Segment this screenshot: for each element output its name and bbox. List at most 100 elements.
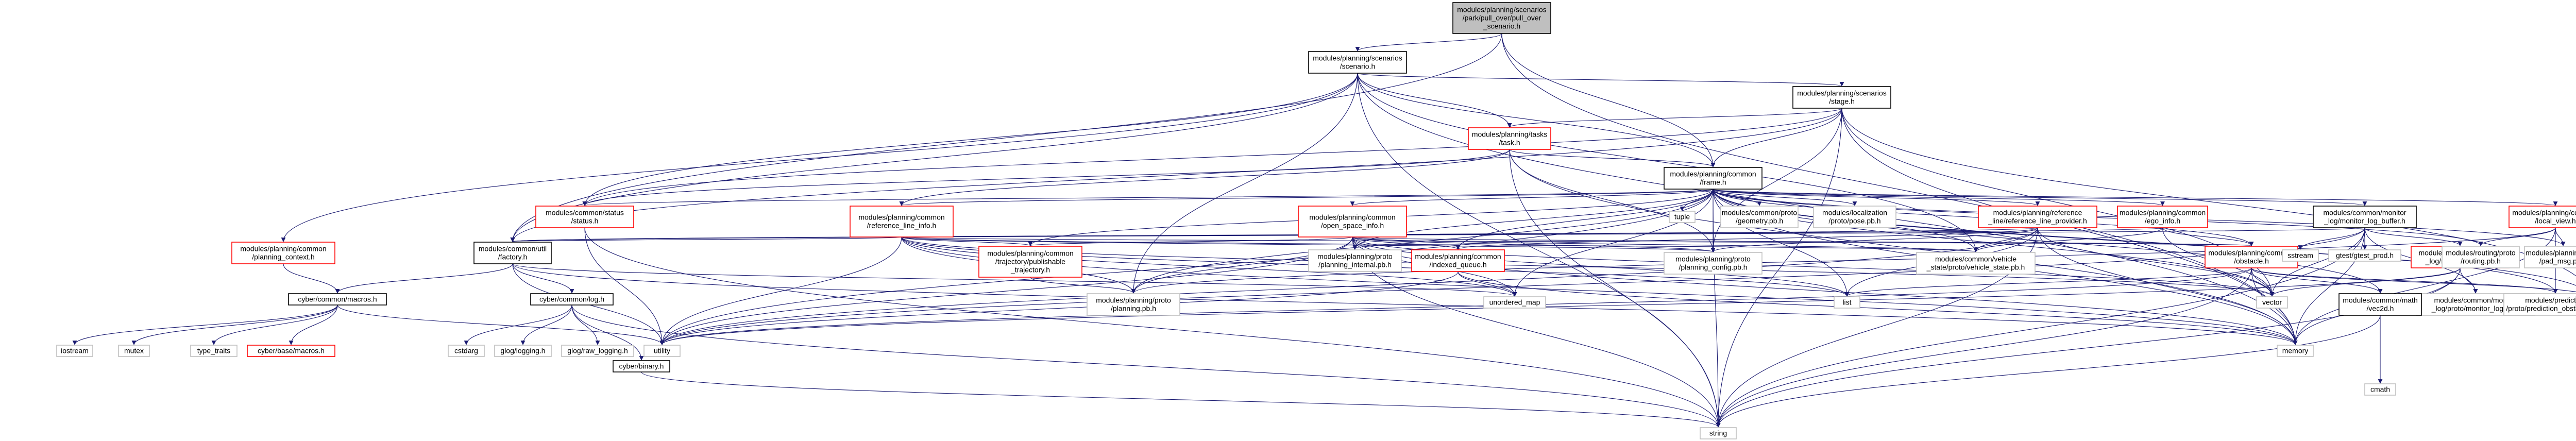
node-modules-planning-proto-pad-msg-pb-h: modules/planning/proto/pad_msg.pb.h xyxy=(2524,246,2576,268)
edge-n16-to-n47 xyxy=(512,263,2298,345)
edge-n2-to-n4 xyxy=(1710,108,1842,167)
node-tuple: tuple xyxy=(1669,211,1696,223)
edge-n25-to-n49 xyxy=(1716,267,2461,428)
node-glog-raw-logging-h: glog/raw_logging.h xyxy=(561,345,634,357)
node-label-line: /scenario.h xyxy=(1340,62,1375,71)
node-label-line: list xyxy=(1842,298,1851,307)
node-modules-planning-common-open-space-info-h[interactable]: modules/planning/common/open_space_info.… xyxy=(1298,206,1407,238)
edge-n12-to-n21 xyxy=(1973,227,2163,252)
node-cyber-common-macros-h[interactable]: cyber/common/macros.h xyxy=(288,293,387,306)
node-modules-common-monitor-log-monitor-log-buffer-h[interactable]: modules/common/monitor_log/monitor_log_b… xyxy=(2313,206,2417,228)
node-modules-planning-scenarios-scenario-h[interactable]: modules/planning/scenarios/scenario.h xyxy=(1308,51,1407,74)
edge-n14-to-n30 xyxy=(1131,227,2556,294)
edge-n14-to-n26 xyxy=(2478,227,2556,246)
edge-n29-to-n49 xyxy=(571,304,1721,428)
node-label-line: glog/raw_logging.h xyxy=(567,347,628,355)
node-modules-planning-scenarios-stage-h[interactable]: modules/planning/scenarios/stage.h xyxy=(1792,86,1891,109)
node-modules-planning-scenarios-park-pull-over-pull-over-scenario-h[interactable]: modules/planning/scenarios/park/pull_ove… xyxy=(1452,2,1551,34)
node-label-line: /routing.pb.h xyxy=(2461,257,2501,265)
node-label-line: modules/planning/proto xyxy=(1096,296,1171,304)
edge-n13-to-n16 xyxy=(511,227,2365,242)
node-modules-planning-common-local-view-h[interactable]: modules/planning/common/local_view.h xyxy=(2509,206,2576,228)
node-label-line: cstdarg xyxy=(454,347,478,355)
node-label-line: /proto/prediction_obstacle.pb.h xyxy=(2506,304,2576,313)
node-label-line: /factory.h xyxy=(498,253,528,261)
node-modules-common-math-vec2d-h[interactable]: modules/common/math/vec2d.h xyxy=(2338,293,2422,316)
node-modules-planning-common-ego-info-h[interactable]: modules/planning/common/ego_info.h xyxy=(2117,206,2208,228)
node-cyber-common-log-h[interactable]: cyber/common/log.h xyxy=(530,293,614,306)
node-label-line: modules/planning/common xyxy=(1309,213,1395,222)
edge-n28-to-n41 xyxy=(289,304,338,345)
node-label-line: memory xyxy=(2282,347,2309,355)
edge-n0-to-n1 xyxy=(1355,33,1502,52)
node-label-line: modules/planning/reference xyxy=(1993,209,2082,217)
edge-n4-to-n31 xyxy=(1512,189,1714,297)
node-label-line: _scenario.h xyxy=(1483,22,1520,30)
node-sstream: sstream xyxy=(2282,249,2319,262)
node-modules-planning-common-trajectory-publishable-trajectory-h[interactable]: modules/planning/common/trajectory/publi… xyxy=(978,246,1082,278)
node-type-traits: type_traits xyxy=(190,345,238,357)
node-label-line: /ego_info.h xyxy=(2145,217,2180,225)
node-cyber-binary-h[interactable]: cyber/binary.h xyxy=(613,360,670,372)
edge-n35-to-n49 xyxy=(1716,315,2381,428)
node-label-line: modules/planning/common xyxy=(2120,209,2206,217)
edge-n25-to-n33 xyxy=(2269,267,2461,297)
edge-n11-to-n19 xyxy=(1456,227,2038,250)
node-label-line: modules/common/status xyxy=(546,209,624,217)
node-modules-planning-common-planning-context-h[interactable]: modules/planning/common/planning_context… xyxy=(231,242,335,264)
edge-n7-to-n17 xyxy=(1028,236,1353,246)
edge-n11-to-n33 xyxy=(2037,227,2275,297)
node-label-line: utility xyxy=(654,347,670,355)
edge-n25-to-n46 xyxy=(659,267,2461,345)
node-label-line: modules/planning/scenarios xyxy=(1313,54,1402,62)
node-label-line: glog/logging.h xyxy=(500,347,545,355)
node-modules-common-status-status-h[interactable]: modules/common/status/status.h xyxy=(535,206,634,228)
edge-n5-to-n46 xyxy=(584,227,665,345)
edge-n0-to-n47 xyxy=(1501,33,2298,345)
node-cyber-base-macros-h[interactable]: cyber/base/macros.h xyxy=(247,345,335,357)
edge-n4-to-n19 xyxy=(1455,189,1714,250)
edge-n7-to-n30 xyxy=(1131,236,1353,294)
edge-n4-to-n10 xyxy=(1713,189,1857,206)
node-vector: vector xyxy=(2256,296,2288,309)
node-label-line: /status.h xyxy=(571,217,599,225)
node-modules-planning-reference-line-reference-line-provider-h[interactable]: modules/planning/reference_line/referenc… xyxy=(1978,206,2097,228)
node-string: string xyxy=(1700,427,1737,439)
node-label-line: modules/planning/common xyxy=(2208,249,2294,257)
node-label-line: modules/planning/common xyxy=(240,245,326,253)
node-label-line: type_traits xyxy=(197,347,231,355)
node-label-line: /indexed_queue.h xyxy=(1429,261,1486,269)
node-modules-planning-common-reference-line-info-h[interactable]: modules/planning/common/reference_line_i… xyxy=(850,206,954,238)
edge-n3-to-n6 xyxy=(899,149,1510,206)
node-label-line: /vec2d.h xyxy=(2367,304,2394,313)
edge-n5-to-n49 xyxy=(584,227,1721,428)
edge-n7-to-n32 xyxy=(1352,236,1850,297)
node-modules-planning-tasks-task-h[interactable]: modules/planning/tasks/task.h xyxy=(1468,127,1551,150)
node-label-line: sstream xyxy=(2287,251,2313,260)
node-modules-planning-proto-planning-pb-h: modules/planning/proto/planning.pb.h xyxy=(1087,293,1180,316)
edge-n29-to-n45 xyxy=(571,304,644,361)
edge-n1-to-n15 xyxy=(281,73,1358,242)
edge-n2-to-n3 xyxy=(1507,108,1842,128)
node-label-line: modules/planning/scenarios xyxy=(1797,89,1887,97)
node-modules-planning-common-indexed-queue-h[interactable]: modules/planning/common/indexed_queue.h xyxy=(1411,249,1505,272)
node-label-line: modules/common/util xyxy=(479,245,547,253)
node-modules-common-util-factory-h[interactable]: modules/common/util/factory.h xyxy=(473,242,552,264)
node-label-line: cyber/common/macros.h xyxy=(298,295,377,303)
edge-n7-to-n19 xyxy=(1352,236,1461,250)
node-memory: memory xyxy=(2277,345,2314,357)
node-label-line: modules/common/vehicle xyxy=(1935,255,2016,263)
node-iostream: iostream xyxy=(56,345,93,357)
edge-n11-to-n47 xyxy=(2037,227,2298,345)
edge-n29-to-n42 xyxy=(464,304,572,345)
node-label-line: cmath xyxy=(2370,385,2390,394)
node-label-line: modules/routing/proto xyxy=(2446,249,2516,257)
edge-n1-to-n5 xyxy=(582,73,1358,206)
edge-n7-to-n33 xyxy=(1352,236,2275,297)
node-gtest-gtest-prod-h: gtest/gtest_prod.h xyxy=(2328,249,2401,262)
node-label-line: modules/common/math xyxy=(2343,296,2418,304)
edge-n28-to-n39 xyxy=(131,304,338,345)
edge-n4-to-n46 xyxy=(659,189,1714,345)
node-modules-planning-common-frame-h[interactable]: modules/planning/common/frame.h xyxy=(1664,167,1762,190)
node-modules-common-proto-geometry-pb-h: modules/common/proto/geometry.pb.h xyxy=(1720,206,1799,228)
